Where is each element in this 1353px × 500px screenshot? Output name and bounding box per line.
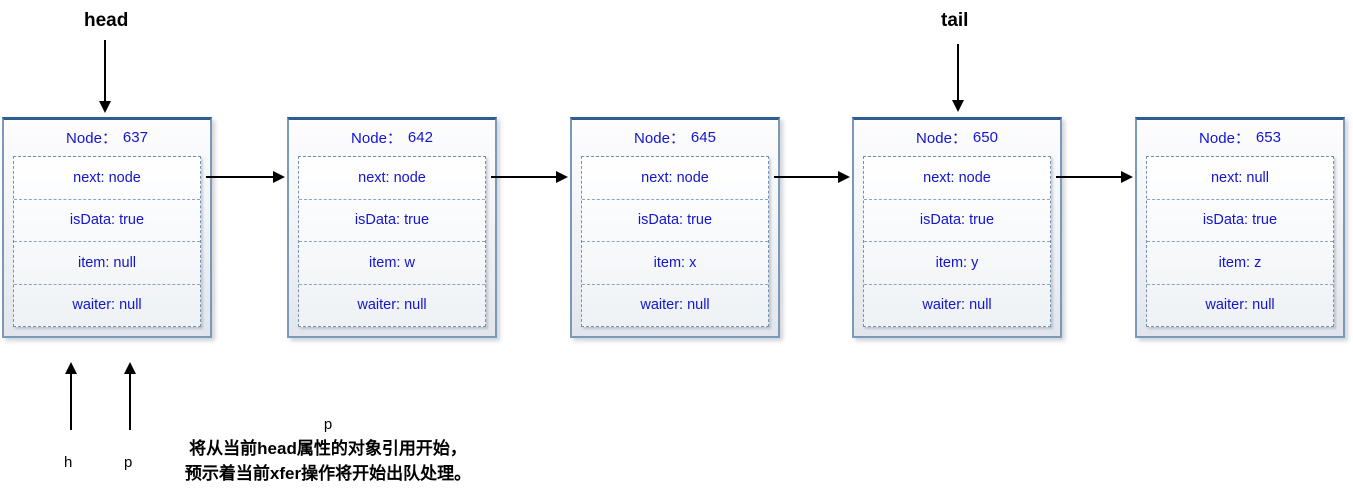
field-isdata: isData: true: [582, 198, 768, 242]
node-title-label: Node：: [916, 129, 967, 147]
node-title-label: Node：: [351, 129, 402, 147]
node-title: Node： 653: [1137, 120, 1343, 154]
node-box: Node： 645 next: node isData: true item: …: [570, 117, 780, 338]
next-pointer-arrow: [491, 170, 568, 184]
node-fields: next: node isData: true item: null waite…: [13, 156, 201, 327]
field-next: next: node: [358, 169, 426, 186]
node-id: 642: [407, 128, 433, 146]
node-box: Node： 642 next: node isData: true item: …: [287, 117, 497, 338]
next-pointer-arrow: [206, 170, 285, 184]
arrow-shaft: [1056, 176, 1122, 178]
head-pointer-label: head: [84, 10, 129, 31]
node-fields: next: node isData: true item: w waiter: …: [298, 156, 486, 327]
field-next: next: node: [73, 169, 141, 186]
annotation-line1: 将从当前head属性的对象引用开始，: [189, 439, 467, 458]
tail-arrow: [951, 44, 965, 112]
p-pointer-label: p: [124, 454, 133, 471]
field-next: next: node: [923, 169, 991, 186]
h-arrow: [64, 362, 78, 430]
node-id: 653: [1255, 128, 1281, 146]
node-title: Node： 637: [4, 120, 210, 154]
node-box: Node： 637 next: node isData: true item: …: [2, 117, 212, 338]
node-box: Node： 650 next: node isData: true item: …: [852, 117, 1062, 338]
arrow-shaft: [491, 176, 557, 178]
field-next: next: node: [641, 169, 709, 186]
field-item: item: null: [14, 241, 200, 284]
annotation-pointer-label: p: [323, 416, 333, 433]
field-waiter: waiter: null: [299, 283, 485, 327]
node-id: 637: [122, 128, 148, 146]
node-id: 650: [972, 128, 998, 146]
arrow-shaft: [774, 176, 839, 178]
arrow-head-icon: [99, 101, 111, 113]
field-item: item: w: [299, 241, 485, 284]
node-title: Node： 650: [854, 120, 1060, 154]
node-title-label: Node：: [634, 129, 685, 147]
tail-pointer-label: tail: [941, 10, 969, 31]
arrow-head-icon: [952, 100, 964, 112]
next-pointer-arrow: [1056, 170, 1133, 184]
arrow-shaft: [957, 44, 959, 101]
node-id: 645: [690, 128, 716, 146]
node-fields: next: node isData: true item: y waiter: …: [863, 156, 1051, 327]
field-waiter: waiter: null: [582, 283, 768, 327]
field-item: item: y: [864, 241, 1050, 284]
field-waiter: waiter: null: [864, 283, 1050, 327]
node-title-label: Node：: [66, 129, 117, 147]
p-arrow: [123, 362, 137, 430]
arrow-shaft: [70, 373, 72, 430]
next-pointer-arrow: [774, 170, 850, 184]
field-waiter: waiter: null: [1147, 283, 1333, 327]
arrow-head-icon: [1121, 171, 1133, 183]
field-isdata: isData: true: [14, 198, 200, 242]
arrow-shaft: [104, 40, 106, 102]
arrow-head-icon: [273, 171, 285, 183]
annotation-line2: 预示着当前xfer操作将开始出队处理。: [184, 464, 472, 483]
arrow-head-icon: [65, 362, 77, 374]
arrow-head-icon: [124, 362, 136, 374]
field-isdata: isData: true: [1147, 198, 1333, 242]
node-title: Node： 642: [289, 120, 495, 154]
node-fields: next: node isData: true item: x waiter: …: [581, 156, 769, 327]
field-waiter: waiter: null: [14, 283, 200, 327]
head-arrow: [98, 40, 112, 113]
field-item: item: z: [1147, 241, 1333, 284]
annotation: p 将从当前head属性的对象引用开始， 预示着当前xfer操作将开始出队处理。: [155, 414, 501, 486]
h-pointer-label: h: [64, 454, 73, 471]
node-title-label: Node：: [1199, 129, 1250, 147]
arrow-head-icon: [556, 171, 568, 183]
arrow-shaft: [129, 373, 131, 430]
field-isdata: isData: true: [299, 198, 485, 242]
field-item: item: x: [582, 241, 768, 284]
arrow-shaft: [206, 176, 274, 178]
arrow-head-icon: [838, 171, 850, 183]
field-next: next: null: [1210, 169, 1270, 186]
field-isdata: isData: true: [864, 198, 1050, 242]
node-fields: next: null isData: true item: z waiter: …: [1146, 156, 1334, 327]
node-box: Node： 653 next: null isData: true item: …: [1135, 117, 1345, 338]
node-title: Node： 645: [572, 120, 778, 154]
